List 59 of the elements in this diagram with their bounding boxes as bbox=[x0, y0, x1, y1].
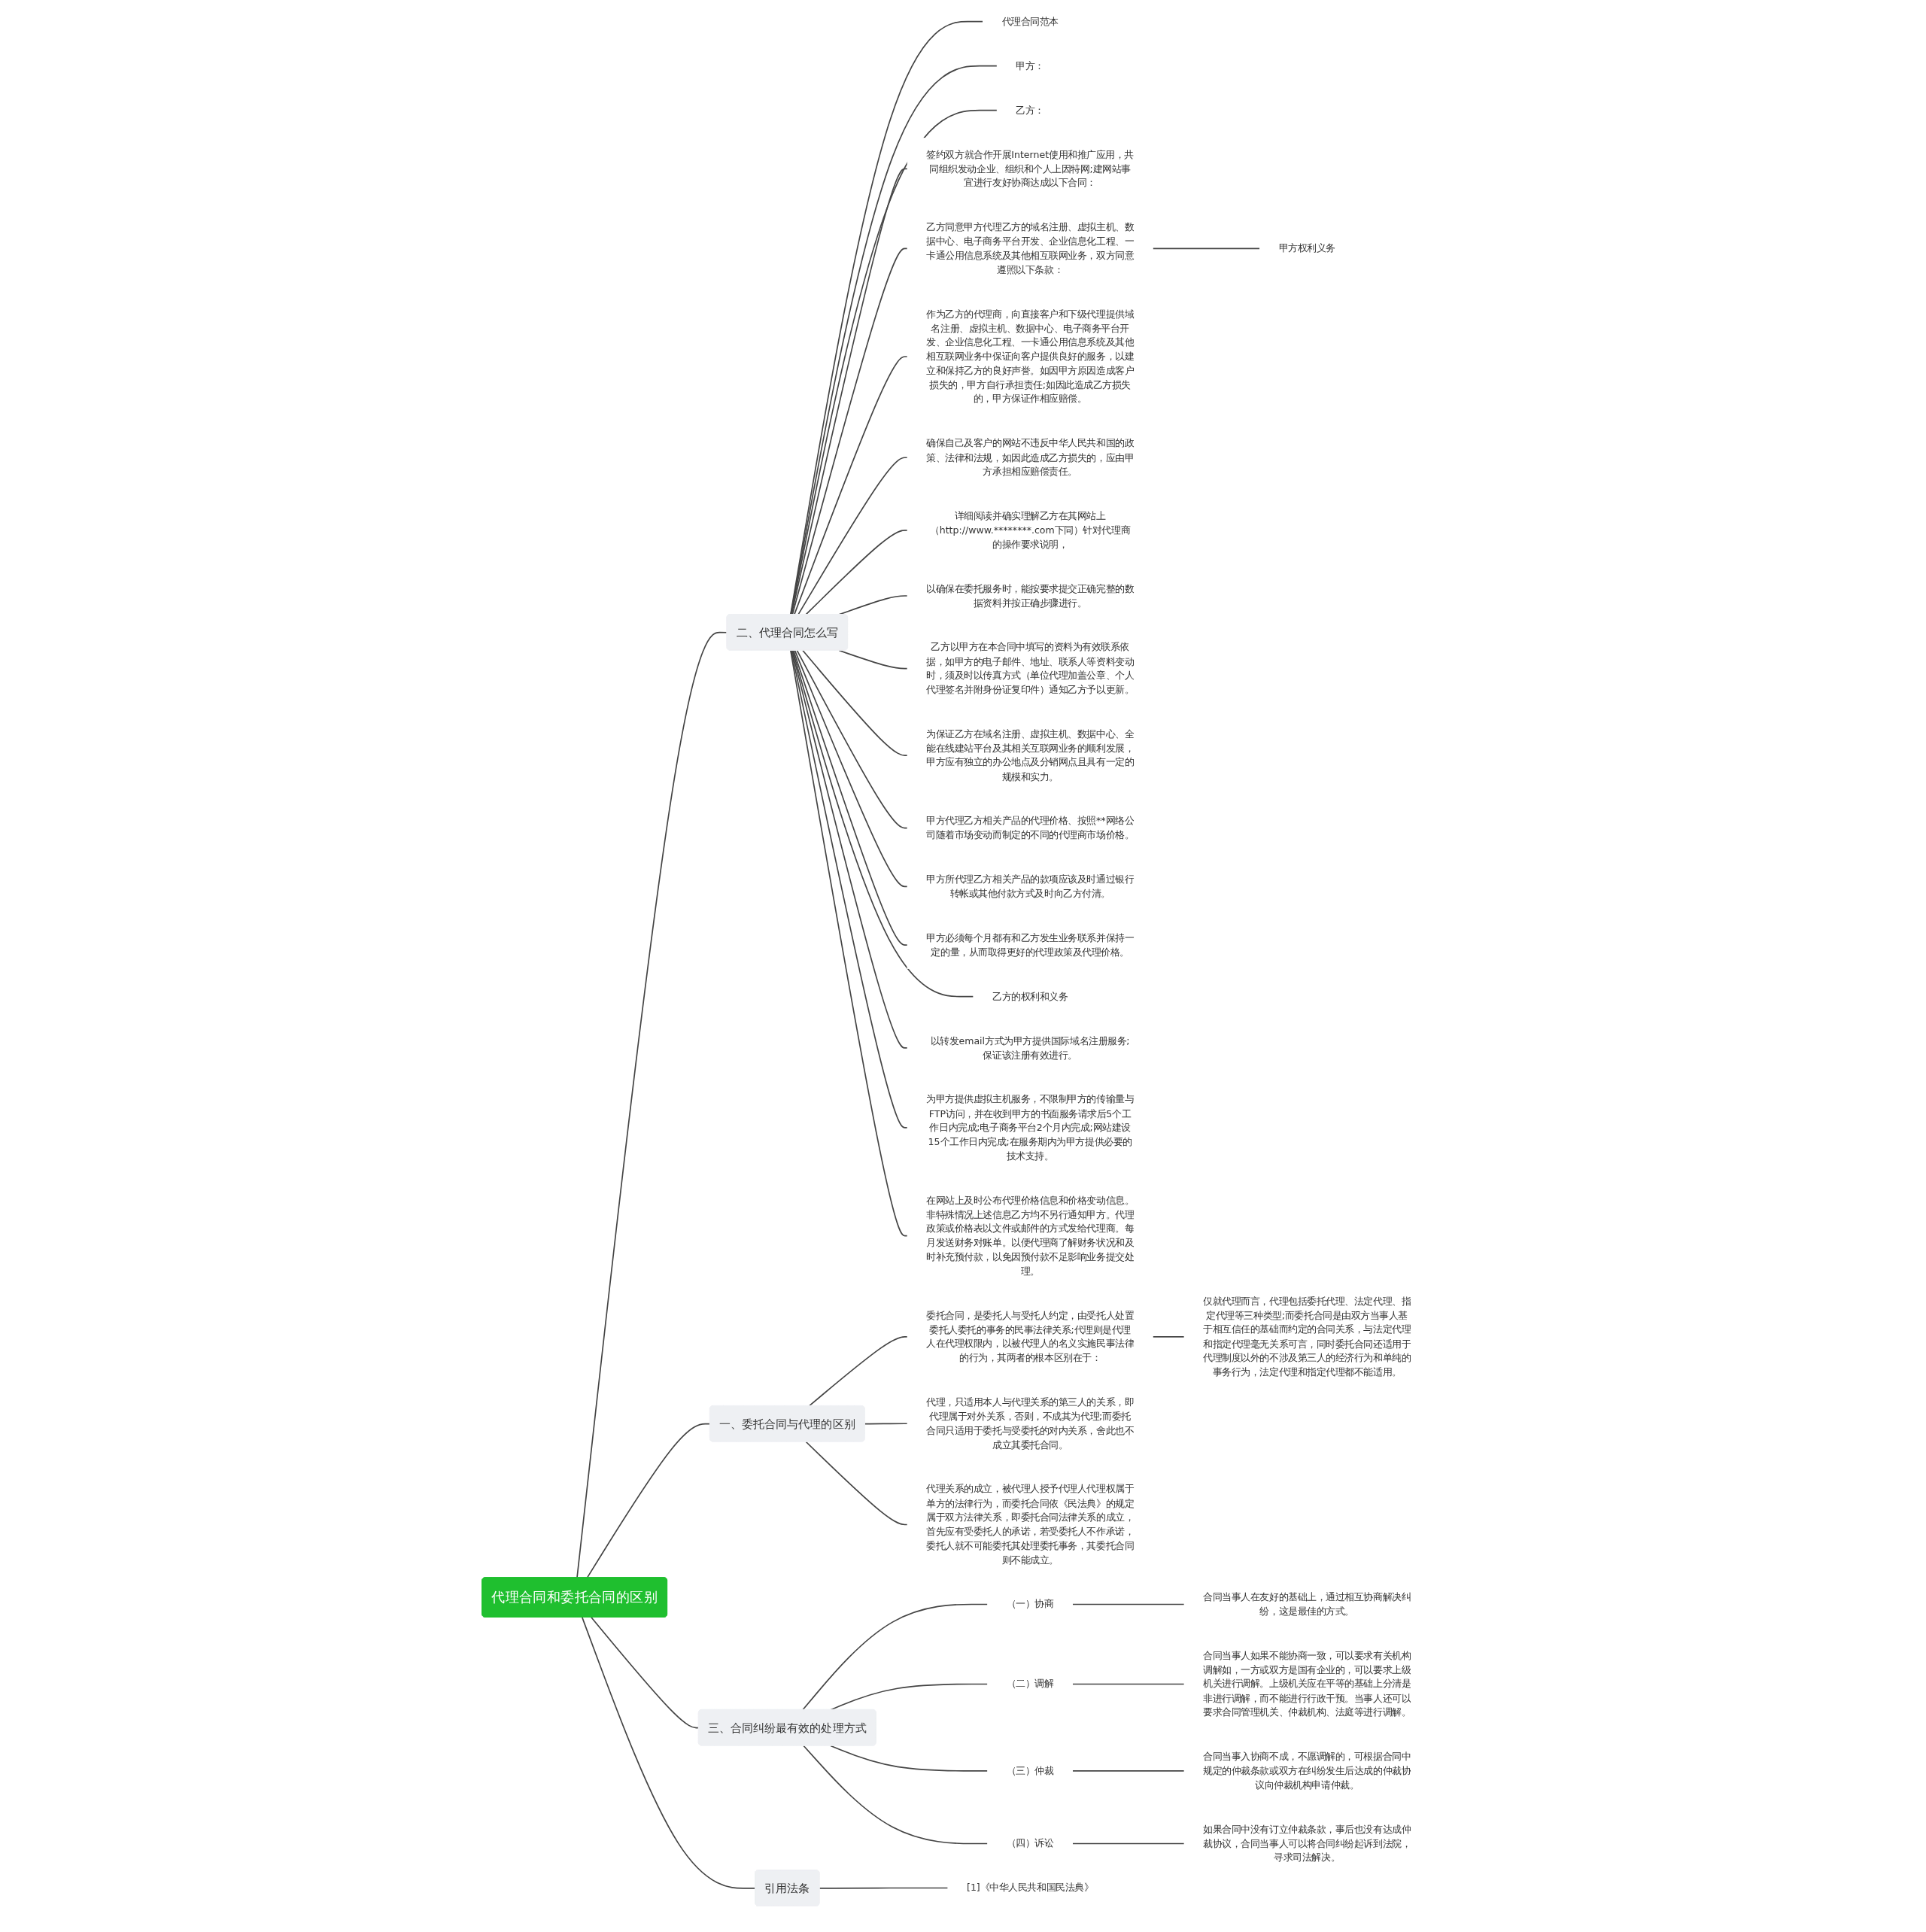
connector bbox=[1071, 1842, 1185, 1845]
connector bbox=[801, 649, 908, 756]
node-text: 签约双方就合作开展Internet使用和推广应用，共同组织发动企业、组织和个人上因特网;建网站事宜进行友好协商达成以下合同： bbox=[925, 148, 1134, 189]
connector bbox=[1151, 248, 1260, 250]
connector bbox=[790, 168, 908, 615]
connector bbox=[791, 248, 908, 615]
node-text: 甲方必须每个月都有和乙方发生业务联系并保持一定的量，从而取得更好的代理政策及代理价格。 bbox=[925, 932, 1134, 958]
connector bbox=[793, 356, 908, 615]
connector bbox=[1151, 1336, 1185, 1338]
node-text: 详细阅读并确实理解乙方在其网站上（http://www.********.com下同）针对代理商的操作要求说明， bbox=[929, 510, 1130, 550]
connector bbox=[576, 631, 728, 1578]
connector bbox=[790, 649, 908, 1129]
connector bbox=[791, 649, 974, 998]
node-text: 以确保在委托服务时，能按要求提交正确完整的数据资料并按正确步骤进行。 bbox=[925, 582, 1134, 609]
connector bbox=[864, 1423, 908, 1425]
connector bbox=[802, 1745, 989, 1845]
connector bbox=[804, 530, 908, 615]
node-text: 在网站上及时公布代理价格信息和价格变动信息。非特殊情况上述信息乙方均不另行通知甲方。代理政策或价格表以文件或邮件的方式发给代理商。每月发送财务对账单。以便代理商了解财务状况和及时补充预付款，以免因预付款不足影响业务提交处理。 bbox=[925, 1194, 1134, 1277]
node-text: 委托合同，是委托人与受托人约定，由受托人处置委托人委托的事务的民事法律关系;代理则是代理人在代理权限内，以被代理人的名义实施民事法律的行为，其两者的根本区别在于： bbox=[925, 1309, 1134, 1364]
node-text: 乙方： bbox=[1015, 104, 1044, 116]
node-text: 乙方的权利和义务 bbox=[992, 990, 1068, 1002]
node-text: 合同当事人如果不能协商一致，可以要求有关机构调解如，一方或双方是国有企业的，可以要求上级机关进行调解。上级机关应在平等的基础上分清是非进行调解，而不能进行行政干预。当事人还可以要求合同管理机关、仲裁机构、法庭等进行调解。 bbox=[1202, 1650, 1411, 1718]
node-text: 甲方权利义务 bbox=[1278, 242, 1335, 254]
node-text: （一）协商 bbox=[1006, 1598, 1054, 1610]
node-text: 代理关系的成立，被代理人授予代理人代理权属于单方的法律行为，而委托合同依《民法典》的规定属于双方法律关系，即委托合同法律关系的成立，首先应有受委托人的承诺，若受委托人不作承诺，委托人就不可能委托其处理委托事务，其委托合同则不能成立。 bbox=[925, 1483, 1134, 1566]
connector bbox=[801, 1603, 989, 1711]
connector bbox=[808, 1336, 908, 1407]
node-text: 合同当事人在友好的基础上，通过相互协商解决纠纷，这是最佳的方式。 bbox=[1202, 1591, 1411, 1618]
node-text: 仅就代理而言，代理包括委托代理、法定代理、指定代理等三种类型;而委托合同是由双方当事人基于相互信任的基础而约定的合同关系，与法定代理和指定代理毫无关系可言，同时委托合同还适用于代理制度以外的不涉及第三人的经济行为和单纯的事务行为，法定代理和指定代理都不能适用。 bbox=[1202, 1296, 1411, 1378]
node-text: 乙方同意甲方代理乙方的域名注册、虚拟主机、数据中心、电子商务平台开发、企业信息化工程、一卡通公用信息系统及其他相互联网业务，双方同意遵照以下条款： bbox=[925, 221, 1134, 275]
connector bbox=[794, 649, 908, 888]
connector bbox=[792, 649, 908, 946]
connector bbox=[1071, 1770, 1185, 1772]
connector bbox=[581, 1617, 756, 1889]
node-text: 如果合同中没有订立仲裁条款，事后也没有达成仲裁协议，合同当事人可以将合同纠纷起诉到法院，寻求司法解决。 bbox=[1202, 1823, 1411, 1864]
node-text: 乙方以甲方在本合同中填写的资料为有效联系依据，如甲方的电子邮件、地址、联系人等资料变动时，须及时以传真方式（单位代理加盖公章、个人代理签名并附身份证复印件）通知乙方予以更新。 bbox=[925, 641, 1134, 696]
node-text: 作为乙方的代理商，向直接客户和下级代理提供域名注册、虚拟主机、数据中心、电子商务平台开发、企业信息化工程、一卡通公用信息系统及其他相互联网业务中保证向客户提供良好的服务，以建立和保持乙方的良好声誉。如因甲方原因造成客户损失的，甲方自行承担责任;如因此造成乙方损失的，甲方保证作相应赔偿。 bbox=[925, 308, 1134, 405]
connector bbox=[791, 649, 908, 1049]
node-text: 为甲方提供虚拟主机服务，不限制甲方的传输量与FTP访问，并在收到甲方的书面服务请求后5个工作日内完成;电子商务平台2个月内完成;网站建设15个工作日内完成;在服务期内为甲方提供必要的技术支持。 bbox=[925, 1093, 1134, 1162]
connector bbox=[796, 649, 908, 829]
node-text: （三）仲裁 bbox=[1006, 1765, 1054, 1777]
node-text: 甲方所代理乙方相关产品的款项应该及时通过银行转帐或其他付款方式及时向乙方付清。 bbox=[925, 873, 1134, 900]
node-text: 甲方： bbox=[1015, 59, 1044, 71]
connector bbox=[797, 457, 908, 615]
node-text: 甲方代理乙方相关产品的代理价格、按照**网络公司随着市场变动而制定的不同的代理商市场价格。 bbox=[925, 815, 1134, 841]
node-text: 代理，只适用本人与代理关系的第三人的关系，即代理属于对外关系，否则，不成其为代理;而委托合同只适用于委托与受委托的对内关系，舍此也不成立其委托合同。 bbox=[925, 1396, 1134, 1451]
connector bbox=[819, 1887, 949, 1889]
node-text: 确保自己及客户的网站不违反中华人民共和国的政策、法律和法规，如因此造成乙方损失的，应由甲方承担相应赔偿责任。 bbox=[925, 437, 1134, 478]
node-text: （四）诉讼 bbox=[1006, 1837, 1054, 1849]
node-text: （二）调解 bbox=[1006, 1678, 1054, 1690]
node-text: [1]《中华人民共和国民法典》 bbox=[966, 1882, 1093, 1894]
node-text: 代理合同范本 bbox=[1001, 15, 1059, 27]
connector bbox=[805, 1441, 908, 1526]
node-text: 为保证乙方在域名注册、虚拟主机、数据中心、全能在线建站平台及其相关互联网业务的顺利发展，甲方应有独立的办公地点及分销网点且具有一定的规模和实力。 bbox=[925, 728, 1134, 782]
connector bbox=[1071, 1603, 1185, 1605]
node-text: 以转发email方式为甲方提供国际域名注册服务;保证该注册有效进行。 bbox=[930, 1034, 1129, 1061]
connector bbox=[789, 649, 908, 1237]
node-text: 合同当事入协商不成，不愿调解的，可根据合同中规定的仲裁条款或双方在纠纷发生后达成的仲裁协议向仲裁机构申请仲裁。 bbox=[1202, 1751, 1411, 1791]
connector bbox=[1071, 1683, 1185, 1685]
